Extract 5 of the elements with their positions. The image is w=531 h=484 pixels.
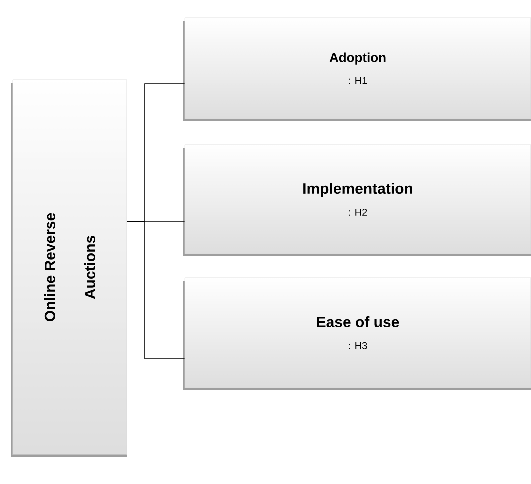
text-box: Ease of use : H3 [183,278,531,390]
bracket-connector [126,222,186,360]
text-box: Online Reverse Auctions [11,80,128,457]
text-box: Implementation : H2 [183,144,531,256]
text-box: Adoption : H1 [183,18,531,121]
